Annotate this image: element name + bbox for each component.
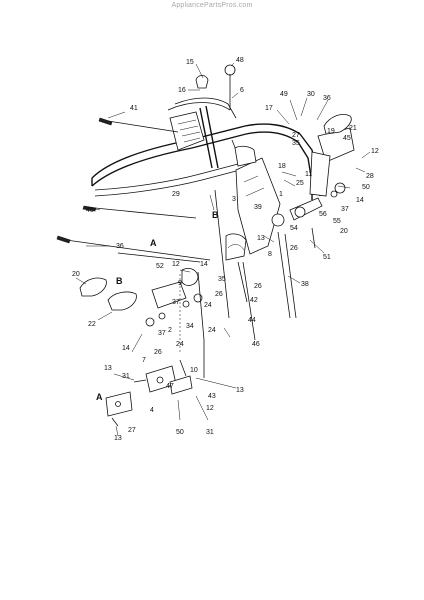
callout-13c: 13	[236, 387, 244, 394]
callout-20b: 20	[72, 271, 80, 278]
callout-labels: 15 16 48 6 49 30 17 36 27 19 21 45 35 12…	[72, 57, 379, 442]
callout-26a: 26	[290, 245, 298, 252]
callout-24c: 24	[176, 341, 184, 348]
callout-18: 18	[278, 163, 286, 170]
callout-12c: 12	[206, 405, 214, 412]
callout-22: 22	[88, 321, 96, 328]
callout-48: 48	[236, 57, 244, 64]
callout-46: 46	[252, 341, 260, 348]
callout-27a: 27	[292, 132, 300, 139]
letter-a-top: A	[150, 238, 157, 248]
callout-26b: 26	[254, 283, 262, 290]
lower-bracket	[133, 359, 193, 395]
callout-49: 49	[280, 91, 288, 98]
callout-47: 47	[166, 383, 174, 390]
callout-35a: 35	[292, 140, 300, 147]
callout-42: 42	[250, 297, 258, 304]
callout-20a: 20	[340, 228, 348, 235]
callout-28: 28	[366, 173, 374, 180]
callout-36: 36	[323, 95, 331, 102]
callout-14b: 14	[200, 261, 208, 268]
callout-14a: 14	[356, 197, 364, 204]
handle-grip	[169, 111, 205, 151]
leader-lines	[75, 62, 371, 437]
callout-43: 43	[208, 393, 216, 400]
callout-12b: 12	[172, 261, 180, 268]
callout-26c: 26	[215, 291, 223, 298]
callout-1: 1	[279, 191, 283, 198]
callout-13a: 13	[257, 235, 265, 242]
callout-31a: 31	[122, 373, 130, 380]
callout-37a: 37	[341, 206, 349, 213]
callout-2: 2	[168, 327, 172, 334]
callout-50a: 50	[362, 184, 370, 191]
lower-pivot-assembly	[145, 268, 205, 378]
letter-b-left: B	[116, 276, 123, 286]
callout-41: 41	[130, 105, 138, 112]
letter-b-top: B	[212, 210, 219, 220]
callout-13b: 13	[104, 365, 112, 372]
letter-a-bottom: A	[96, 392, 103, 402]
callout-56: 56	[319, 211, 327, 218]
callout-35b: 35	[218, 276, 226, 283]
callout-27b: 27	[128, 427, 136, 434]
callout-9: 9	[178, 280, 182, 287]
callout-34: 34	[186, 323, 194, 330]
callout-14c: 14	[122, 345, 130, 352]
callout-12a: 12	[371, 148, 379, 155]
callout-29: 29	[172, 191, 180, 198]
reference-letters: A B B A	[96, 210, 219, 402]
control-cables	[56, 117, 297, 341]
bracket-a	[105, 391, 133, 427]
callout-50b: 50	[176, 429, 184, 436]
callout-37c: 37	[158, 330, 166, 337]
callout-25: 25	[296, 180, 304, 187]
callout-13d: 13	[114, 435, 122, 442]
callout-7: 7	[142, 357, 146, 364]
callout-24b: 24	[208, 327, 216, 334]
callout-39: 39	[254, 204, 262, 211]
callout-11: 11	[305, 171, 312, 178]
callout-45: 45	[343, 135, 351, 142]
callout-15: 15	[186, 59, 194, 66]
callout-8: 8	[268, 251, 272, 258]
callout-36b: 36	[116, 243, 124, 250]
callout-19: 19	[327, 128, 335, 135]
callout-16: 16	[178, 87, 186, 94]
callout-44: 44	[248, 317, 256, 324]
callout-54: 54	[290, 225, 298, 232]
callout-51: 51	[323, 254, 331, 261]
callout-10: 10	[190, 367, 198, 374]
callout-31b: 31	[206, 429, 214, 436]
callout-37b: 37	[172, 299, 180, 306]
callout-24a: 24	[204, 302, 212, 309]
callout-52: 52	[156, 263, 164, 270]
callout-17: 17	[265, 105, 273, 112]
callout-40: 40	[86, 207, 94, 214]
callout-21: 21	[349, 125, 357, 132]
watermark: AppliancePartsPros.com	[171, 2, 253, 9]
callout-6: 6	[240, 87, 244, 94]
knob-parts	[79, 64, 352, 311]
callout-30: 30	[307, 91, 315, 98]
handle-frame	[91, 97, 321, 200]
callout-26d: 26	[154, 349, 162, 356]
shift-bracket	[225, 139, 281, 261]
callout-4: 4	[150, 407, 154, 414]
callout-55: 55	[333, 218, 341, 225]
callout-38: 38	[301, 281, 309, 288]
right-bracket	[271, 127, 355, 249]
callout-3: 3	[232, 196, 236, 203]
